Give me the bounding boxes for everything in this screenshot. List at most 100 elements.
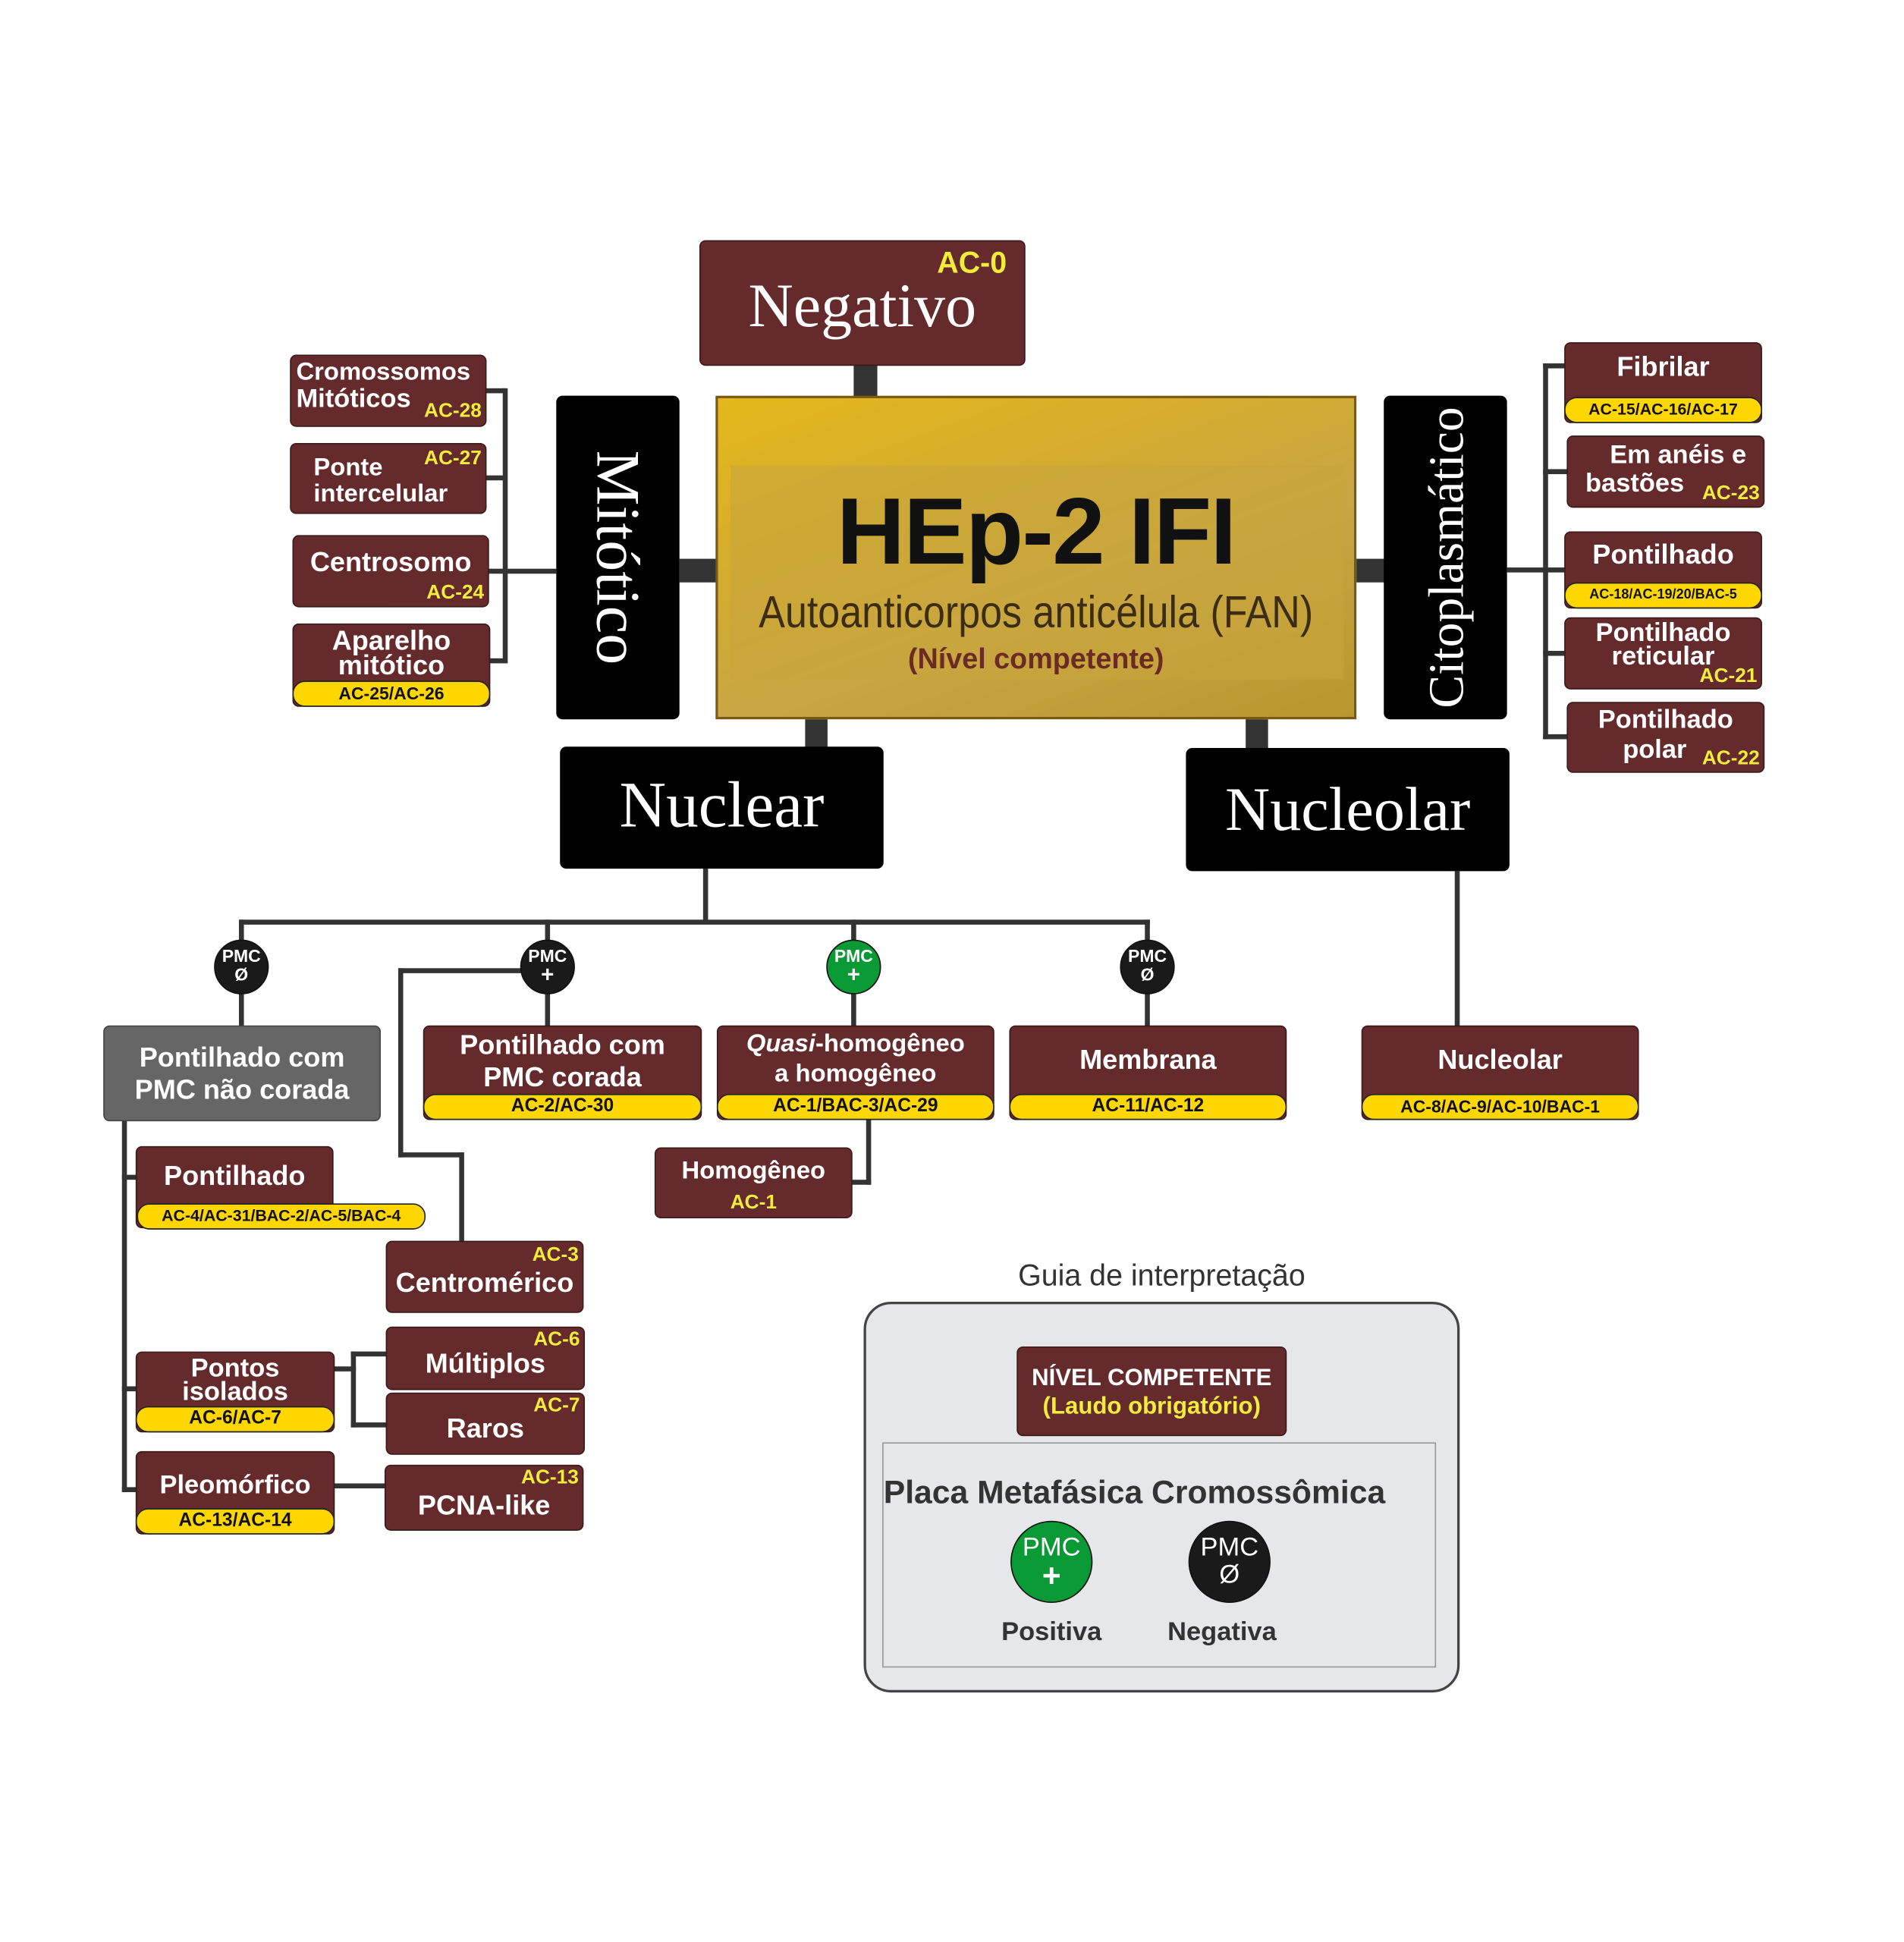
center-panel: HEp-2 IFI Autoanticorpos anticélula (FAN… — [715, 395, 1357, 720]
cytoplasmic-item: Pontilhado reticular AC-21 — [1565, 618, 1761, 689]
code-tag: AC-2/AC-30 — [423, 1093, 702, 1120]
pontos-isolados: Pontos isolados AC-6/AC-7 — [135, 1353, 335, 1433]
connector — [333, 1366, 357, 1372]
negativo-label: Negativo — [748, 269, 977, 340]
connector — [489, 658, 506, 664]
code-tag: AC-8/AC-9/AC-10/BAC-1 — [1361, 1093, 1639, 1120]
connector — [1543, 469, 1569, 475]
code-label: AC-13 — [520, 1467, 579, 1489]
homogeneo: Homogêneo AC-1 — [655, 1149, 852, 1218]
legend-positive-label: Positiva — [1001, 1617, 1102, 1647]
connector — [488, 568, 557, 574]
code-label: AC-6 — [533, 1329, 580, 1350]
code-label: AC-0 — [937, 246, 1007, 281]
code-tag: AC-1/BAC-3/AC-29 — [716, 1093, 994, 1120]
code-label: AC-21 — [1699, 665, 1758, 687]
item-label: Em anéis e — [1610, 440, 1747, 470]
item-label: Múltiplos — [425, 1347, 545, 1379]
legend-title: Guia de interpretação — [1018, 1259, 1305, 1293]
connector — [1543, 650, 1566, 656]
code-label: AC-1 — [730, 1192, 777, 1214]
nucleolar-block: Nucleolar — [1186, 747, 1510, 872]
item-label-italic: Quasi — [746, 1030, 815, 1058]
legend-level-label: NÍVEL COMPETENTE — [1032, 1365, 1272, 1392]
pmc-sign: Ø — [234, 964, 249, 985]
connector — [853, 364, 878, 398]
connector — [866, 1118, 872, 1185]
pontilhado-pmc-nao-corada: Pontilhado com PMC não corada — [104, 1026, 380, 1120]
item-label: Centrosomo — [309, 546, 472, 578]
code-label: AC-3 — [532, 1244, 579, 1266]
item-label: Pontilhado — [1598, 705, 1733, 734]
pontilhado-pmc-corada: Pontilhado com PMC corada AC-2/AC-30 — [423, 1026, 702, 1120]
nucleolar-item: Nucleolar AC-8/AC-9/AC-10/BAC-1 — [1361, 1026, 1639, 1120]
connector — [1543, 734, 1569, 740]
item-label: bastões — [1585, 469, 1685, 498]
item-label: PMC não corada — [134, 1073, 350, 1105]
code-label: AC-27 — [424, 448, 482, 470]
connector — [121, 1386, 137, 1392]
item-label: Mitóticos — [296, 384, 411, 413]
connector — [1507, 567, 1566, 573]
pmc-sign: + — [1042, 1557, 1061, 1595]
connector — [485, 475, 506, 481]
item-label: mitótico — [338, 649, 445, 681]
pmc-sign: + — [541, 962, 555, 987]
connector — [1246, 719, 1268, 749]
item-label: Membrana — [1079, 1044, 1217, 1076]
connector — [1356, 558, 1385, 583]
pmc-sign: + — [847, 962, 860, 987]
raros: AC-7 Raros — [387, 1394, 584, 1454]
mitotico-label: Mitótico — [583, 450, 653, 665]
item-label: Aparelho — [331, 624, 451, 656]
item-label: a homogêneo — [774, 1060, 937, 1088]
pmc-label: PMC — [528, 945, 567, 966]
pmc-label: PMC — [222, 945, 261, 966]
connector — [702, 869, 709, 924]
connector — [350, 1422, 388, 1428]
code-label: AC-7 — [533, 1395, 580, 1416]
code-tag: AC-15/AC-16/AC-17 — [1564, 397, 1762, 423]
connector — [238, 919, 1150, 925]
legend-level-note: (Laudo obrigatório) — [1042, 1394, 1261, 1420]
membrana: Membrana AC-11/AC-12 — [1009, 1026, 1287, 1120]
connector — [397, 968, 404, 1158]
mitotic-item: AC-27 Ponte intercelular — [291, 444, 485, 513]
connector — [397, 968, 523, 973]
mitotico-block: Mitótico — [556, 395, 680, 720]
pmc-label: PMC — [1022, 1533, 1081, 1562]
legend-level-box: NÍVEL COMPETENTE (Laudo obrigatório) — [1017, 1347, 1286, 1435]
legend-panel: NÍVEL COMPETENTE (Laudo obrigatório) Pla… — [863, 1301, 1460, 1693]
item-label: Cromossomos — [296, 358, 471, 386]
item-label: Fibrilar — [1617, 350, 1710, 382]
legend-negative-label: Negativa — [1167, 1617, 1277, 1647]
pcna-like: AC-13 PCNA-like — [385, 1466, 583, 1530]
connector — [1543, 363, 1566, 369]
item-label: Pontilhado — [1592, 539, 1734, 570]
code-label: AC-23 — [1701, 482, 1760, 504]
connector — [1454, 871, 1460, 1027]
mitotic-item: Cromossomos Mitóticos AC-28 — [291, 356, 485, 426]
pmc-positive-icon: PMC+ — [1010, 1520, 1093, 1603]
connector — [121, 1120, 127, 1492]
pmc-sign: Ø — [1219, 1560, 1240, 1589]
center-title: HEp-2 IFI — [836, 479, 1236, 586]
pleomorfico: Pleomórfico AC-13/AC-14 — [135, 1452, 335, 1535]
cytoplasmic-item: Pontilhado polar AC-22 — [1568, 702, 1764, 772]
item-label: reticular — [1611, 642, 1715, 671]
code-label: AC-24 — [426, 582, 485, 604]
connector — [485, 388, 506, 394]
item-label: Centromérico — [395, 1267, 574, 1299]
item-label: Pontos — [190, 1353, 280, 1383]
nuclear-block: Nuclear — [560, 746, 884, 869]
code-label: AC-22 — [1701, 747, 1760, 769]
mitotic-item: Centrosomo AC-24 — [294, 536, 489, 606]
connector — [350, 1351, 388, 1357]
item-label: Raros — [446, 1412, 524, 1444]
item-label: Nucleolar — [1437, 1044, 1563, 1076]
